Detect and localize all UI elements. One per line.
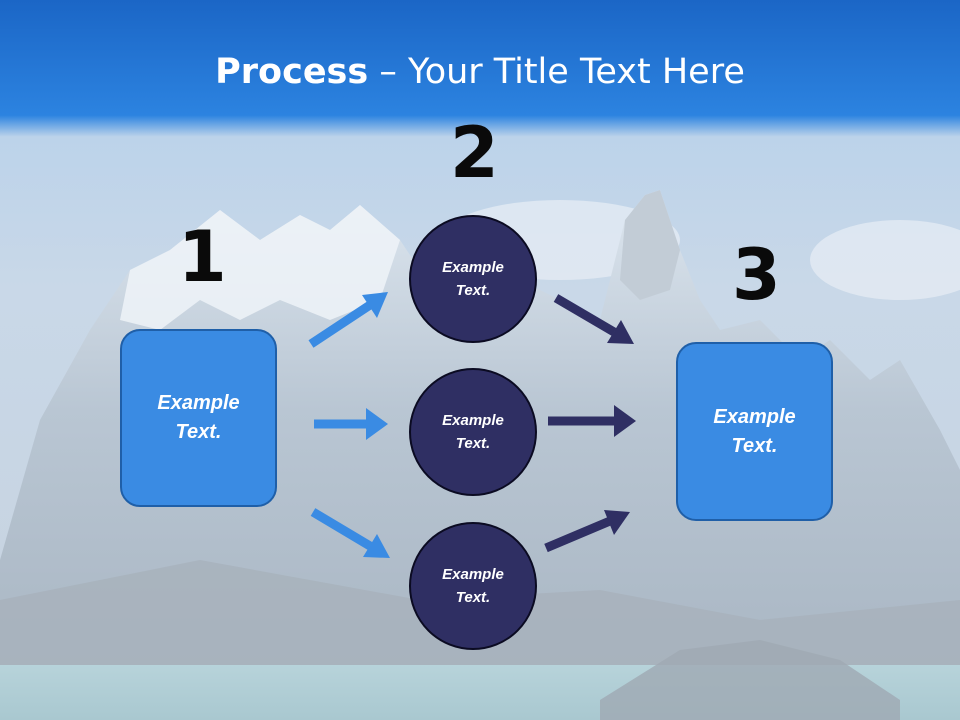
circle-top-line2: Text. (455, 282, 491, 299)
slide-title: Process – Your Title Text Here (0, 52, 960, 92)
step-number-3: 3 (732, 234, 781, 316)
circle-bottom-line2: Text. (455, 589, 491, 606)
arrow-left-to-bottom (310, 508, 390, 558)
title-bold: Process (215, 52, 369, 92)
step-number-1: 1 (178, 216, 227, 298)
title-rest: – Your Title Text Here (368, 52, 745, 92)
arrow-bottom-to-right (544, 510, 630, 553)
right-box-line1: Example (713, 405, 796, 428)
arrow-top-to-right (553, 294, 634, 344)
circle-top-line1: Example (442, 259, 504, 276)
left-box-line1: Example (157, 392, 240, 414)
arrow-middle-to-right (548, 405, 636, 437)
arrow-left-to-top (308, 292, 388, 348)
arrow-left-to-middle (314, 408, 388, 440)
circle-middle-line1: Example (442, 412, 504, 429)
left-box-line2: Text. (175, 421, 222, 443)
right-box-line2: Text. (731, 434, 778, 457)
circle-bottom-line1: Example (442, 566, 504, 583)
step-number-2: 2 (450, 112, 499, 194)
circle-middle-line2: Text. (455, 435, 491, 452)
